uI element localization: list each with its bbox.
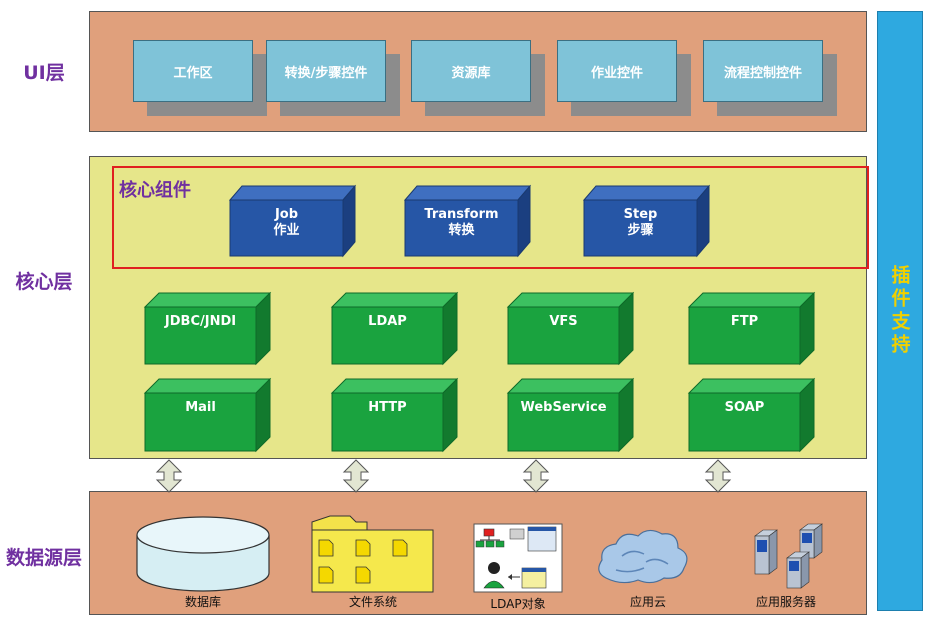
database-icon (136, 516, 270, 592)
http-cube (330, 377, 459, 453)
transform-label-en: Transform (424, 207, 499, 222)
data-layer-label: 数据源层 (5, 547, 82, 569)
folder-icon (311, 515, 434, 593)
soap-label: SOAP (724, 400, 765, 415)
ldap-cube (330, 291, 459, 366)
job-label-cn: 作业 (273, 223, 300, 238)
ui-transform-step-controls-box: 转换/步骤控件 (266, 40, 386, 102)
double-arrow-icon (342, 459, 370, 493)
step-label-cn: 步骤 (627, 223, 654, 238)
step-label-en: Step (623, 207, 658, 222)
plugin-support-label: 插件支持 (888, 265, 911, 357)
jdbc-jndi-label: JDBC/JNDI (164, 314, 237, 329)
database-label: 数据库 (184, 595, 221, 609)
ldap-object-label: LDAP对象 (490, 597, 546, 611)
job-component: Job 作业 (230, 207, 343, 239)
cloud-icon (598, 529, 688, 584)
core-layer-label: 核心层 (15, 271, 73, 293)
mail-cube (143, 377, 272, 453)
ui-layer-label: UI层 (23, 62, 65, 84)
double-arrow-icon (522, 459, 550, 493)
plugin-support-bar: 插件支持 (877, 11, 923, 611)
webservice-label: WebService (520, 400, 607, 415)
ftp-label: FTP (730, 314, 759, 329)
jdbc-jndi-cube (143, 291, 272, 366)
ldap-object-icon (473, 523, 563, 593)
ui-repository-box: 资源库 (411, 40, 531, 102)
mail-label: Mail (185, 400, 216, 415)
job-cube (228, 184, 357, 258)
ui-workspace-box: 工作区 (133, 40, 253, 102)
vfs-cube (506, 291, 635, 366)
webservice-cube (506, 377, 635, 453)
step-component: Step 步骤 (584, 207, 697, 239)
double-arrow-icon (155, 459, 183, 493)
ftp-cube (687, 291, 816, 366)
app-cloud-label: 应用云 (629, 595, 666, 609)
core-components-title: 核心组件 (119, 180, 191, 201)
ldap-label: LDAP (368, 314, 407, 329)
soap-cube (687, 377, 816, 453)
ui-flow-controls-box: 流程控制控件 (703, 40, 823, 102)
vfs-label: VFS (549, 314, 578, 329)
file-system-label: 文件系统 (348, 595, 397, 609)
http-label: HTTP (368, 400, 407, 415)
double-arrow-icon (704, 459, 732, 493)
transform-label-cn: 转换 (448, 223, 475, 238)
ui-job-controls-box: 作业控件 (557, 40, 677, 102)
step-cube (582, 184, 711, 258)
job-label-en: Job (274, 207, 299, 222)
app-server-icon (754, 523, 823, 589)
core-components-frame (112, 166, 869, 269)
app-server-label: 应用服务器 (755, 595, 816, 609)
transform-component: Transform 转换 (405, 207, 518, 239)
transform-cube (403, 184, 532, 258)
